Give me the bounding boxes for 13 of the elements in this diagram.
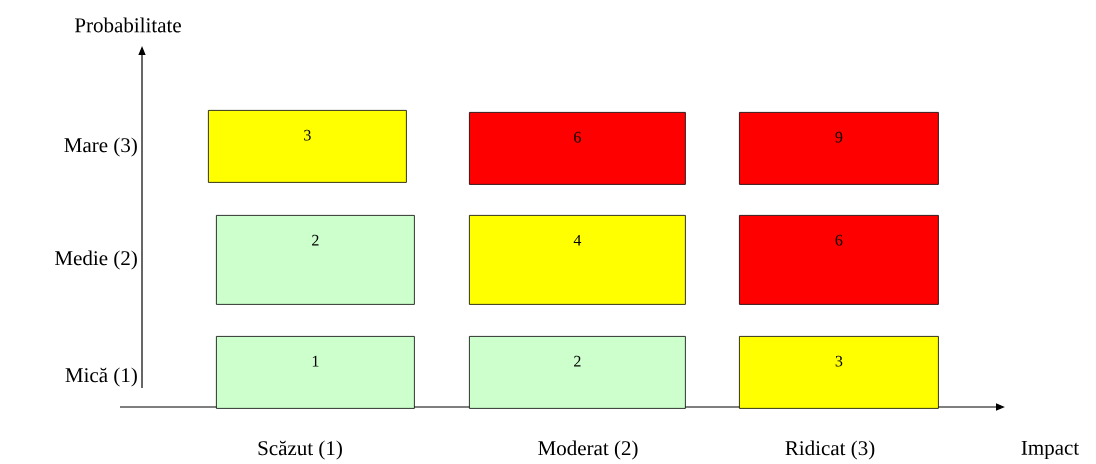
risk-cell: 2 — [469, 336, 686, 409]
axis-label: Mare (3) — [64, 137, 137, 157]
risk-cell: 6 — [739, 215, 939, 305]
risk-cell: 1 — [216, 336, 415, 409]
axis-label: Mică (1) — [65, 367, 137, 387]
axis-label: Medie (2) — [55, 250, 137, 270]
axis-title: Impact — [1021, 440, 1080, 460]
risk-cell: 2 — [216, 215, 415, 305]
risk-cell: 3 — [208, 110, 407, 183]
risk-cell: 3 — [739, 336, 939, 409]
risk-cell: 6 — [469, 112, 686, 185]
risk-cell: 9 — [739, 112, 939, 185]
risk-cell: 4 — [469, 215, 686, 305]
